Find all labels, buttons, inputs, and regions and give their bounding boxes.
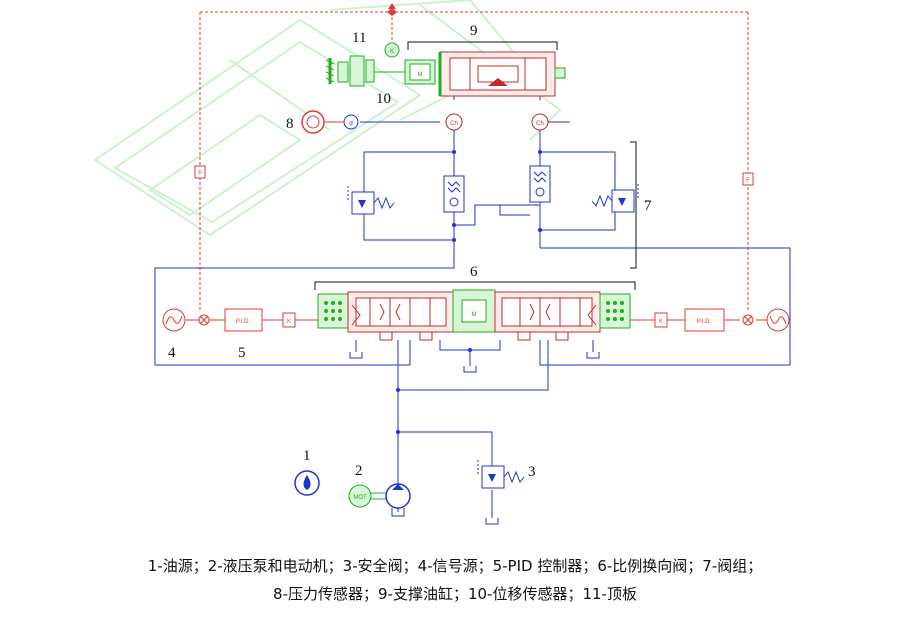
label-pressure-sensor: 8: [286, 116, 294, 132]
svg-text:K: K: [390, 49, 394, 55]
gain-left: K: [282, 312, 296, 328]
junction-dots: [396, 150, 542, 434]
displacement-sensor: K M: [384, 42, 436, 85]
label-support-cylinder: 9: [470, 23, 478, 39]
svg-text:Ch: Ch: [536, 121, 544, 127]
label-displacement-sensor: 10: [376, 91, 391, 107]
svg-text:P.I.D.: P.I.D.: [697, 319, 712, 325]
svg-text:K: K: [287, 319, 291, 325]
label-proportional-valve: 6: [470, 264, 478, 280]
hydraulic-pump: [385, 483, 411, 512]
summing-junction-left: [198, 314, 210, 326]
label-signal-source: 4: [168, 345, 176, 361]
force-sensor-right: F: [742, 172, 754, 186]
svg-text:Ch: Ch: [450, 121, 458, 127]
electric-motor: MOT: [348, 484, 386, 508]
svg-text:K: K: [659, 319, 663, 325]
label-top-plate: 11: [352, 30, 366, 46]
signal-source-left: [162, 308, 186, 332]
gain-right: K: [654, 312, 668, 328]
signal-source-right: [766, 308, 790, 332]
check-valve-left: Ch: [445, 113, 463, 131]
label-valve-group: 7: [644, 198, 652, 214]
top-plate: [325, 55, 384, 87]
label-pid: 5: [238, 345, 246, 361]
label-oil-source: 1: [303, 448, 311, 464]
pid-controller-left: P.I.D.: [224, 308, 263, 332]
figure-caption: 1-油源；2-液压泵和电动机；3-安全阀；4-信号源；5-PID 控制器；6-比…: [0, 552, 910, 608]
svg-text:MOT: MOT: [353, 495, 367, 501]
label-safety-valve: 3: [528, 464, 536, 480]
safety-valve: [477, 460, 525, 489]
caption-line-1: 1-油源；2-液压泵和电动机；3-安全阀；4-信号源；5-PID 控制器；6-比…: [147, 557, 763, 575]
svg-text:P.I.D.: P.I.D.: [236, 319, 251, 325]
top-arrow: [387, 3, 397, 16]
label-pump: 2: [355, 463, 363, 479]
svg-text:F: F: [198, 171, 202, 177]
proportional-valve: M: [314, 281, 636, 341]
pid-controller-right: P.I.D.: [684, 308, 725, 332]
force-sensor-left: F: [194, 165, 206, 179]
svg-text:M: M: [418, 72, 423, 78]
watermark: [93, 0, 562, 237]
hydraulic-system-diagram: F F P.I.D. K K P.I.D.: [93, 0, 791, 525]
displacement-node: d: [343, 114, 359, 130]
signal-lines: [199, 11, 749, 312]
caption-line-2: 8-压力传感器；9-支撑油缸；10-位移传感器；11-顶板: [273, 585, 637, 603]
svg-text:F: F: [746, 178, 750, 184]
check-valve-right: Ch: [531, 113, 549, 131]
oil-source: [294, 470, 320, 496]
svg-text:M: M: [472, 312, 477, 318]
pressure-sensor: [301, 110, 344, 134]
svg-text:d: d: [349, 121, 352, 127]
summing-junction-right: [742, 314, 754, 326]
support-cylinder: [407, 41, 566, 97]
valve-group: [347, 141, 639, 269]
tank-symbols: [349, 352, 600, 525]
